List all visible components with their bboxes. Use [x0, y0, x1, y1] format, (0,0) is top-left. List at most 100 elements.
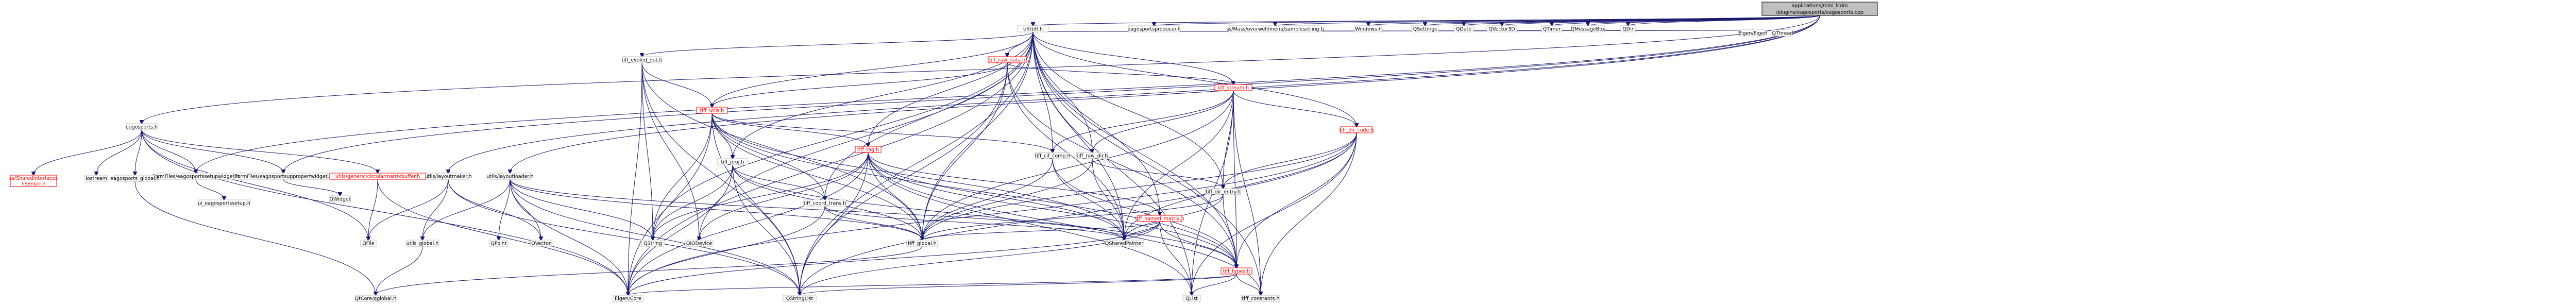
- edge-ulm-to-qvector: [448, 179, 541, 240]
- node-ffsw[interactable]: FormFiles/eagosportssetupwidget.h: [152, 173, 240, 180]
- edge-ffpw-to-qwidget: [283, 179, 340, 196]
- node-box: [783, 295, 817, 302]
- node-eigen_eigen[interactable]: Eigen/Eigen: [1738, 29, 1767, 37]
- node-eg_global[interactable]: eagosports_global.h: [110, 175, 160, 182]
- node-win[interactable]: Windows.h: [1354, 25, 1382, 32]
- node-qlist[interactable]: QList: [1182, 295, 1201, 302]
- node-ulo[interactable]: utils/layoutloader.h: [486, 173, 534, 180]
- node-eigencore[interactable]: Eigen/Core: [613, 295, 643, 302]
- edge-tiff_utils-to-qstring: [653, 113, 713, 240]
- node-qpoint[interactable]: QPoint: [489, 240, 509, 247]
- edge-tiff_tag-to-tiff_types: [868, 152, 1236, 268]
- node-label: QStringList: [786, 296, 814, 301]
- node-qstrlist[interactable]: QStringList: [783, 295, 817, 302]
- node-label: tiff_dir_code.h: [1340, 127, 1374, 133]
- node-qtimer[interactable]: QTimer: [1541, 25, 1563, 32]
- node-tiff_utils[interactable]: tiff_utils.h: [696, 107, 728, 114]
- node-eaglesports[interactable]: eagosports.h: [126, 123, 158, 130]
- edge-tiff_named-to-qstrlist: [800, 221, 1160, 295]
- node-tiff_coord[interactable]: tiff_coord_trans.h: [803, 199, 846, 207]
- node-tiff_dircode[interactable]: tiff_dir_code.h: [1340, 126, 1374, 133]
- edge-tiff_utils-to-tiff_coord: [711, 113, 825, 200]
- edge-tiff_dircode-to-tiff_types: [1236, 132, 1357, 268]
- edge-tiff_utils-to-qstrlist: [711, 113, 800, 295]
- node-qfile[interactable]: QFile: [360, 240, 377, 247]
- node-tiff_types[interactable]: tiff_types.h: [1221, 267, 1252, 275]
- node-layer: applications/mini_lcdm/plugins/eagosport…: [9, 2, 1878, 302]
- node-tiff_proj[interactable]: tiff_proj.h: [717, 158, 749, 165]
- node-ulm[interactable]: utils/layoutmaker.h: [425, 173, 472, 180]
- node-qv3[interactable]: QVector3D: [1486, 25, 1517, 32]
- node-ffpw[interactable]: FormFiles/eagosportsuppropertwidget.h: [234, 173, 332, 180]
- node-tiff_const[interactable]: tiff_constants.h: [1241, 295, 1280, 302]
- edge-tifff-to-qthread: [1032, 30, 1783, 32]
- node-qiodevice[interactable]: QIODevice: [685, 240, 714, 247]
- edge-tiff_proj-to-qstring: [653, 164, 733, 240]
- node-tiff_tag[interactable]: tiff_tag.h: [855, 146, 882, 153]
- node-box: [329, 195, 351, 202]
- edge-root-to-ffsw: [196, 15, 1820, 173]
- node-utils_global[interactable]: utils_global.h: [406, 240, 439, 247]
- node-tiff_stream[interactable]: tiff_stream.h: [1214, 84, 1252, 91]
- node-circmat[interactable]: utils/generic/circularmatrixbuffer.h: [329, 173, 426, 180]
- node-label: QDir: [1622, 26, 1633, 32]
- node-qset[interactable]: QSettings: [1411, 25, 1439, 32]
- node-qshared[interactable]: QSharedPointer: [1105, 240, 1144, 247]
- node-eprod[interactable]: eagosportsproducer.h: [1127, 25, 1181, 32]
- node-tifff[interactable]: tiff/tiff.h: [1017, 25, 1049, 32]
- node-box: [988, 56, 1027, 63]
- node-box: [1486, 25, 1517, 32]
- node-tiff_direntry[interactable]: tiff_dir_entry.h: [1205, 188, 1241, 195]
- node-label: tiff_constants.h: [1242, 296, 1280, 301]
- edge-tiff_tag-to-qiodevice: [699, 152, 869, 240]
- node-qtcore_global[interactable]: QtCore/qglobal.h: [355, 295, 396, 302]
- node-box: [1761, 2, 1878, 16]
- node-root[interactable]: applications/mini_lcdm/plugins/eagosport…: [1761, 2, 1878, 16]
- node-box: [489, 240, 509, 247]
- node-iostream[interactable]: iostream: [84, 175, 108, 182]
- edge-eaglesports-to-iostream: [96, 129, 142, 175]
- edge-tiff_types-to-eigencore: [628, 274, 1237, 295]
- node-box: [1571, 25, 1605, 32]
- node-tiff_global[interactable]: tiff_global.h: [906, 240, 938, 247]
- node-box: [622, 56, 662, 63]
- node-label: tiff_cif_comp.h: [1035, 153, 1071, 159]
- edge-ffsw-to-ui_setup: [195, 179, 224, 200]
- node-box: [126, 123, 158, 130]
- edge-ulo-to-tiff_global: [510, 179, 922, 240]
- node-qstring[interactable]: QString: [641, 240, 665, 247]
- node-tiff_rawdir[interactable]: tiff_raw_dir.h: [1076, 152, 1108, 159]
- node-qwidget[interactable]: QWidget: [329, 195, 351, 202]
- node-sfinterface[interactable]: ss/SharedInterfaces/ISensor.h: [9, 175, 58, 187]
- node-label: QTimer: [1543, 26, 1561, 32]
- node-tiff_named[interactable]: tiff_named_matrix.h: [1135, 215, 1184, 222]
- edge-tiff_rawdata-to-qshared: [1007, 62, 1124, 240]
- edge-eaglesports-to-sfinterface: [33, 129, 142, 175]
- edge-tiff_coord-to-qshared: [824, 206, 1124, 240]
- edge-tiff_rawdata-to-tiff_stream: [1007, 62, 1233, 84]
- edge-tiff_utils-to-qshared: [711, 113, 1124, 240]
- node-qvector[interactable]: QVector: [530, 240, 552, 247]
- node-qmsg[interactable]: QMessageBox: [1571, 25, 1605, 32]
- edge-tiff_rawdir-to-tiff_global: [922, 158, 1093, 240]
- node-tiff_cifcomp[interactable]: tiff_cif_comp.h: [1035, 152, 1071, 159]
- edge-ulo-to-qstring: [510, 179, 653, 240]
- edge-eaglesports-to-circmat: [141, 129, 378, 173]
- node-ui_setup[interactable]: ui_eagosportssetup.h: [198, 199, 250, 207]
- node-label: QString: [643, 241, 662, 246]
- node-box: [84, 175, 108, 182]
- edge-tiff_proj-to-tiff_coord: [732, 164, 825, 200]
- edge-tifff-to-tiff_stream: [1032, 31, 1233, 84]
- node-tiff_rawdata[interactable]: tiff_raw_data.h: [988, 56, 1027, 63]
- node-label: QSettings: [1413, 26, 1437, 32]
- node-label: /ISensor.h: [22, 181, 46, 187]
- node-ssa[interactable]: ss/Mass/overwell/menu/samplesetiing.h: [1226, 25, 1324, 32]
- edge-tiff_stream-to-tiff_rawdir: [1092, 90, 1234, 152]
- edge-tiff_named-to-tiff_types: [1159, 221, 1236, 268]
- node-qthread[interactable]: QThread: [1772, 29, 1793, 37]
- node-qdir[interactable]: QDir: [1620, 25, 1636, 32]
- edge-ulo-to-qpoint: [499, 179, 511, 240]
- node-label: QFile: [362, 241, 375, 246]
- node-qdate[interactable]: QDate: [1453, 25, 1474, 32]
- node-tiff_evoled[interactable]: tiff_evoled_out.h: [622, 56, 663, 63]
